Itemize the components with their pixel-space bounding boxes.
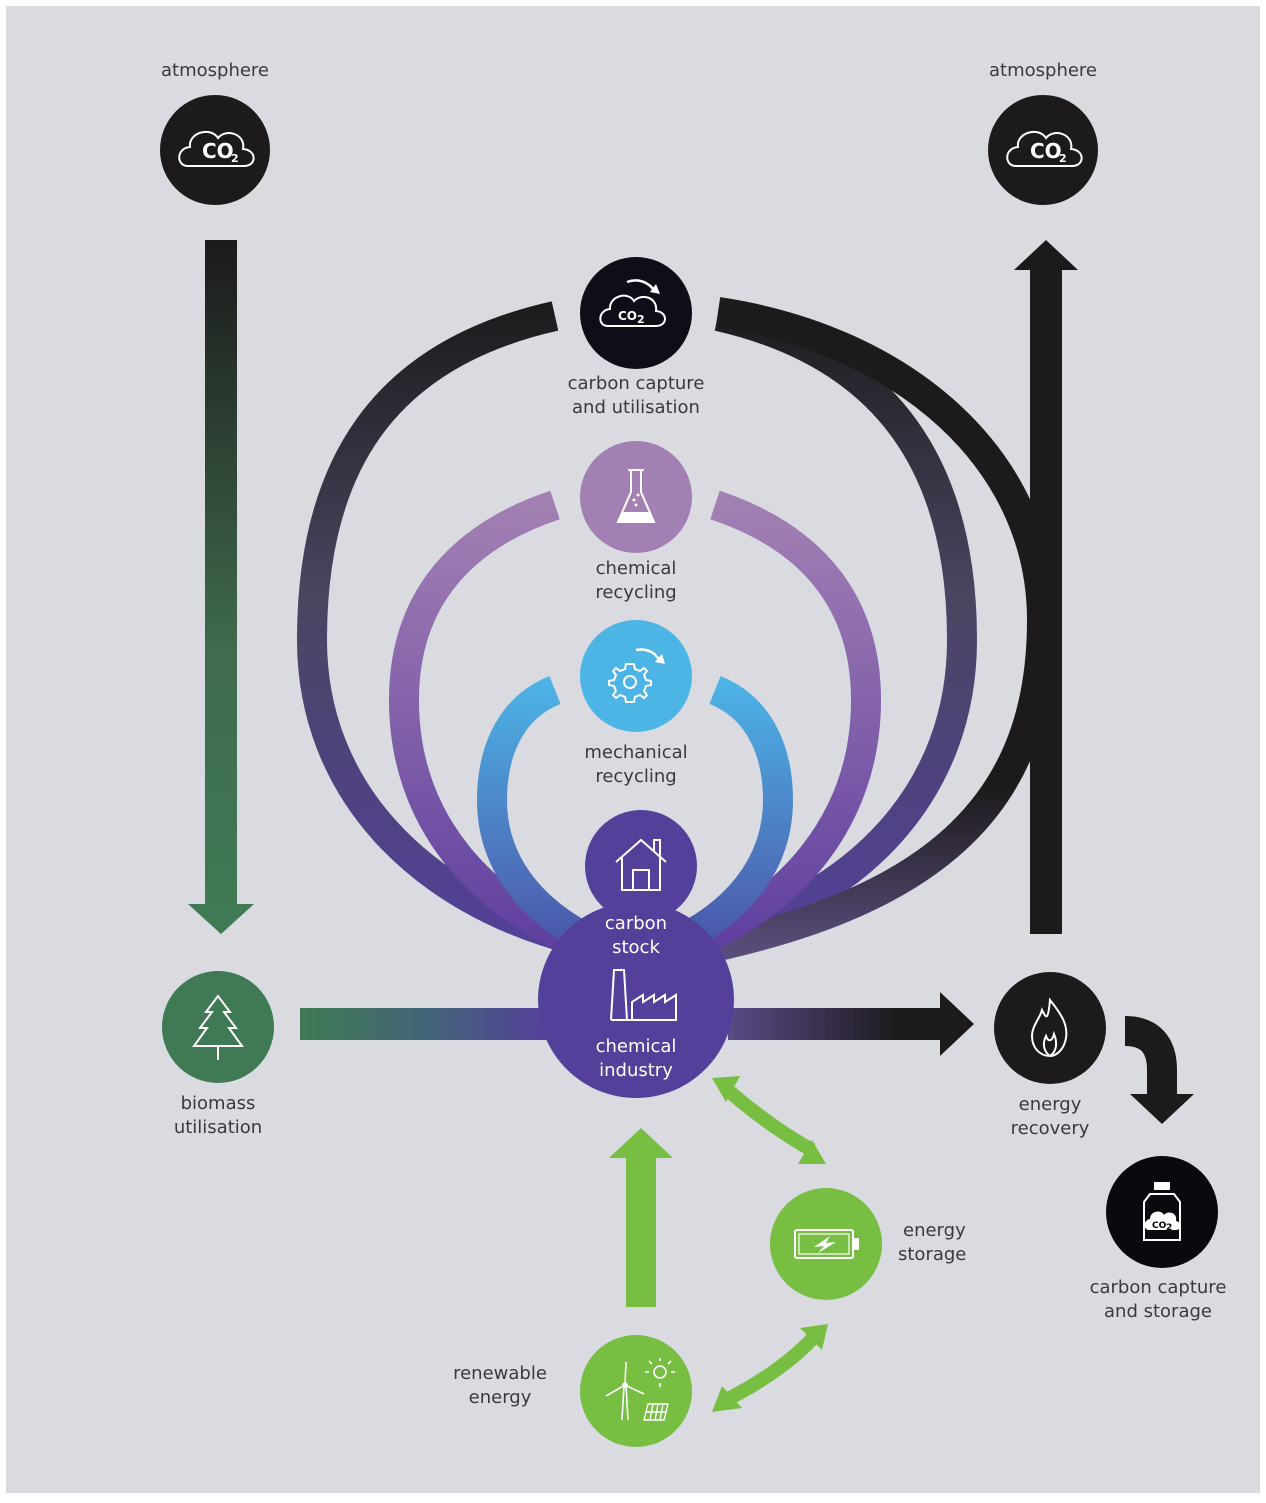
atmosphere-left-label: atmosphere	[161, 60, 269, 81]
mechanical-recycling-loop	[476, 676, 597, 954]
ccu-loop-left	[296, 301, 579, 955]
mechanical-recycling-label-line2: recycling	[595, 766, 676, 787]
renewable-label-line2: energy	[469, 1387, 532, 1408]
mechanical-recycling-label-line1: mechanical	[584, 742, 687, 763]
arrow-industry-storage	[712, 1076, 826, 1164]
chemical-recycling-label-line1: chemical	[596, 558, 677, 579]
co2-subscript: 2	[231, 152, 239, 165]
node-chemical-recycling: chemical recycling	[580, 441, 692, 603]
carbon-stock-label-line1: carbon	[605, 913, 667, 934]
chemical-industry-label-line2: industry	[599, 1060, 673, 1081]
mechanical-recycling-loop-right	[673, 676, 794, 954]
biomass-label-line2: utilisation	[174, 1117, 262, 1138]
factory-icon	[610, 969, 677, 1021]
storage-tank-icon: CO 2	[1143, 1182, 1181, 1241]
co2-text: CO	[1030, 139, 1062, 163]
ccu-loop-right	[696, 301, 978, 955]
chemical-recycling-label-line2: recycling	[595, 582, 676, 603]
node-energy-storage: energy storage	[770, 1188, 966, 1300]
co2-subscript: 2	[637, 313, 645, 326]
wind-turbine-icon	[605, 1361, 645, 1421]
chemical-recycling-loop	[388, 490, 591, 960]
ccu-label-line2: and utilisation	[572, 397, 700, 418]
energy-storage-label-line2: storage	[898, 1244, 966, 1265]
sun-icon	[645, 1358, 675, 1387]
energy-recovery-label-line1: energy	[1019, 1094, 1082, 1115]
co2-text: CO	[1152, 1221, 1167, 1231]
arrow-industry-to-energy	[728, 992, 974, 1056]
cloud-icon	[1006, 130, 1083, 167]
co2-subscript: 2	[1166, 1223, 1172, 1233]
battery-icon	[794, 1229, 859, 1259]
house-icon	[615, 838, 667, 891]
energy-recovery-label-line2: recovery	[1011, 1118, 1090, 1139]
node-carbon-capture-storage: CO 2 carbon capture and storage	[1090, 1156, 1227, 1322]
capture-arrow-icon	[626, 279, 655, 291]
tree-icon	[192, 994, 244, 1060]
renewable-label-line1: renewable	[453, 1363, 547, 1384]
cloud-icon	[599, 294, 666, 327]
arrow-renewable-storage	[712, 1324, 828, 1412]
ccu-label-line1: carbon capture	[568, 373, 705, 394]
co2-text: CO	[202, 139, 234, 163]
node-carbon-capture-utilisation: CO 2 carbon capture and utilisation	[568, 257, 705, 418]
co2-subscript: 2	[1059, 152, 1067, 165]
node-biomass-utilisation: biomass utilisation	[162, 971, 274, 1138]
node-atmosphere-left: CO 2 atmosphere	[160, 60, 270, 205]
ccs-label-line1: carbon capture	[1090, 1277, 1227, 1298]
chemical-recycling-loop-right	[684, 490, 882, 959]
gear-icon	[608, 663, 652, 703]
cloud-icon	[178, 130, 255, 167]
rotate-arrow-icon	[635, 648, 661, 661]
arrow-atmosphere-to-biomass	[188, 240, 254, 934]
flame-icon	[1030, 997, 1068, 1058]
energy-storage-label-line1: energy	[903, 1220, 966, 1241]
node-mechanical-recycling: mechanical recycling	[580, 620, 692, 787]
node-renewable-energy: renewable energy	[453, 1335, 692, 1447]
biomass-label-line1: biomass	[181, 1093, 256, 1114]
carbon-stock-label-line2: stock	[612, 937, 660, 958]
atmosphere-right-label: atmosphere	[989, 60, 1097, 81]
solar-panel-icon	[643, 1403, 669, 1421]
arrow-renewable-to-industry	[609, 1128, 673, 1307]
arrow-energy-to-ccs	[1124, 1016, 1194, 1124]
node-carbon-stock	[585, 810, 697, 922]
node-atmosphere-right: CO 2 atmosphere	[988, 60, 1098, 205]
ccs-label-line2: and storage	[1104, 1301, 1212, 1322]
node-energy-recovery: energy recovery	[994, 972, 1106, 1139]
node-chemical-industry: carbon stock chemical industry	[538, 902, 734, 1098]
co2-text: CO	[618, 309, 637, 323]
arrow-biomass-to-industry	[300, 1008, 550, 1040]
arrow-energy-to-atmosphere	[1014, 240, 1078, 934]
chemical-industry-label-line1: chemical	[596, 1036, 677, 1057]
